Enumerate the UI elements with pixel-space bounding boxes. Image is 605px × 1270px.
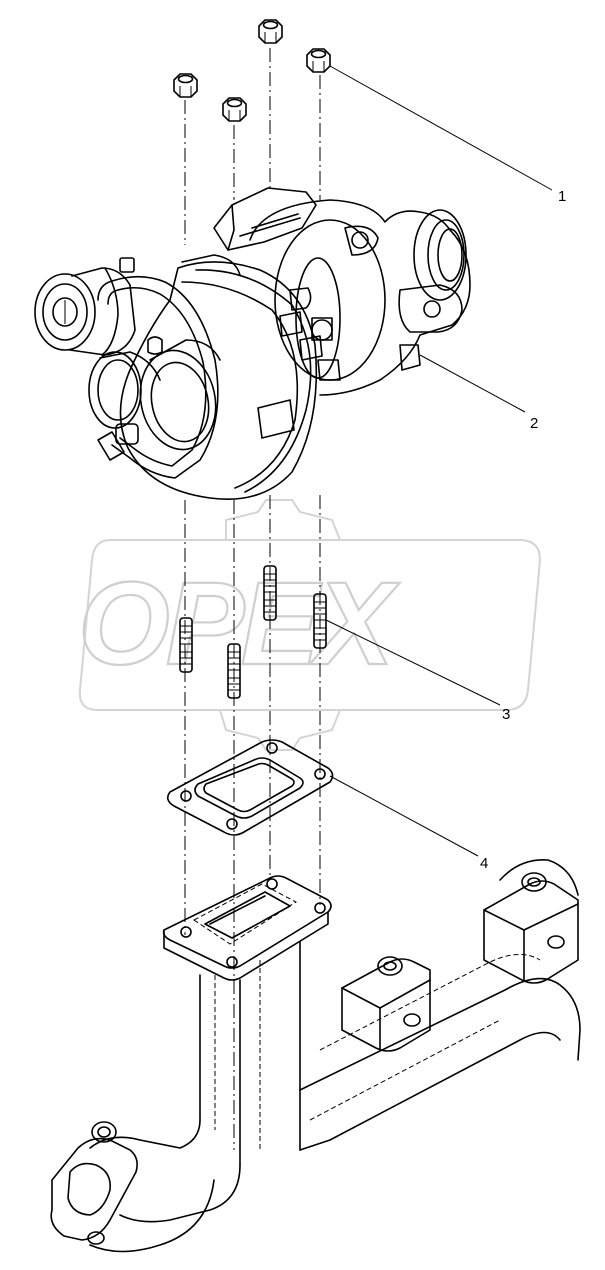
watermark-logo: OPEX xyxy=(77,499,542,751)
callout-2: 2 xyxy=(530,415,538,432)
stud-3 xyxy=(263,565,277,621)
leader-line-1 xyxy=(329,65,553,191)
callout-4: 4 xyxy=(480,855,488,872)
leader-line-4 xyxy=(329,775,479,857)
center-lines xyxy=(184,48,321,1150)
gasket-part-4 xyxy=(166,739,334,836)
nut-1 xyxy=(173,73,198,98)
exhaust-manifold xyxy=(50,859,581,1253)
nut-part-1 xyxy=(173,19,331,122)
nut-4 xyxy=(306,48,331,73)
turbocharger-part-2 xyxy=(34,187,471,500)
nut-2 xyxy=(222,97,247,122)
callout-labels: 1 2 3 4 xyxy=(480,188,566,872)
stud-1 xyxy=(179,617,193,673)
callout-1: 1 xyxy=(558,188,566,205)
nut-3 xyxy=(258,19,283,44)
stud-2 xyxy=(227,643,241,699)
leader-lines xyxy=(325,65,553,857)
stud-part-3 xyxy=(179,565,327,699)
callout-3: 3 xyxy=(502,706,510,723)
leader-line-2 xyxy=(419,354,526,413)
watermark-text: OPEX xyxy=(78,558,400,690)
leader-line-3 xyxy=(325,619,501,706)
stud-4 xyxy=(313,593,327,649)
